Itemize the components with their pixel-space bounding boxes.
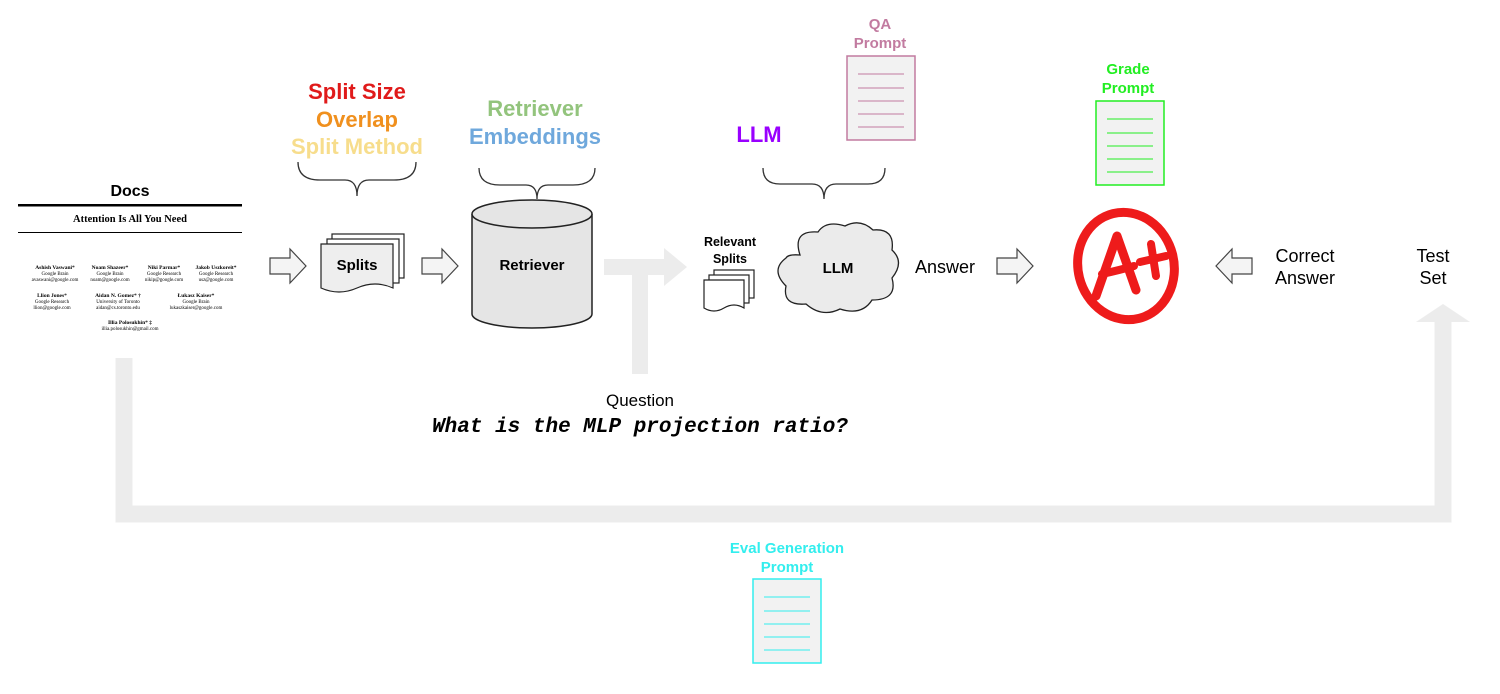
embeddings-label: Embeddings	[468, 124, 601, 149]
grade-prompt-lines	[1107, 118, 1153, 173]
llm-params-brace	[762, 167, 886, 200]
arrow-docs-to-splits	[269, 247, 307, 285]
question-flow-bar	[604, 259, 668, 275]
question-flow-stem	[632, 266, 648, 374]
qa-prompt-label-line1: QA	[868, 16, 892, 33]
question-flow-arrowhead	[664, 248, 687, 286]
retriever-cylinder-body	[471, 214, 593, 329]
qa-prompt-label-line2: Prompt	[853, 35, 907, 52]
docs-title: Docs	[110, 183, 150, 200]
retriever-cylinder-top	[471, 199, 593, 229]
docs-bottom-rule	[18, 232, 242, 233]
correct-answer-line2: Answer	[1274, 268, 1336, 288]
grade-prompt-label-line2: Prompt	[1101, 80, 1155, 97]
eval-flow-line	[115, 322, 1452, 523]
retriever-label: Retriever	[499, 257, 565, 274]
grade-prompt-doc	[1095, 100, 1165, 186]
llm-param-label: LLM	[736, 122, 782, 147]
correct-answer-line1: Correct	[1275, 246, 1335, 266]
correct-answer-label: Correct Answer	[1260, 245, 1350, 289]
llm-cloud	[777, 222, 900, 314]
eval-flow-arrowhead	[1416, 304, 1470, 322]
relevant-splits-label-line2: Splits	[712, 252, 748, 266]
split-size-label: Split Size	[308, 79, 406, 104]
grade-prompt-label: Grade Prompt	[1078, 60, 1178, 98]
overlap-label: Overlap	[316, 107, 398, 132]
qa-prompt-doc	[846, 55, 916, 141]
split-params-brace	[297, 161, 417, 197]
eval-prompt-label-line2: Prompt	[760, 559, 814, 576]
grade-prompt-label-line1: Grade	[1106, 61, 1150, 78]
qa-prompt-lines	[858, 73, 904, 128]
llm-node-label: LLM	[822, 260, 854, 277]
split-method-label: Split Method	[291, 134, 423, 159]
eval-prompt-lines	[764, 596, 810, 651]
eval-prompt-label: Eval Generation Prompt	[712, 539, 862, 577]
eval-prompt-doc	[752, 578, 822, 664]
relevant-splits-page-1	[703, 279, 745, 312]
eval-prompt-label-line1: Eval Generation	[729, 540, 845, 557]
test-set-label: Test Set	[1403, 245, 1463, 289]
a-plus-grade-icon	[1073, 207, 1179, 325]
retriever-param-label: Retriever	[487, 96, 583, 121]
retriever-params-brace	[478, 167, 596, 200]
answer-label: Answer	[915, 257, 976, 277]
test-set-line2: Set	[1419, 268, 1447, 288]
test-set-line1: Test	[1416, 246, 1450, 266]
docs-top-rule	[18, 204, 242, 207]
splits-label: Splits	[336, 257, 378, 274]
question-label: Question	[605, 391, 675, 410]
relevant-splits-label-line1: Relevant	[703, 235, 757, 249]
author-8: Illia Polosukhin* ‡illia.polosukhin@gmai…	[101, 320, 159, 332]
arrow-correct-to-grade	[1215, 247, 1253, 285]
qa-prompt-label: QA Prompt	[830, 15, 930, 53]
arrow-answer-to-grade	[996, 247, 1034, 285]
splits-page-1	[320, 243, 394, 293]
relevant-splits-label: Relevant Splits	[690, 234, 770, 268]
question-text: What is the MLP projection ratio?	[432, 416, 848, 439]
paper-title: Attention Is All You Need	[73, 214, 187, 225]
arrow-splits-to-retriever	[421, 247, 459, 285]
